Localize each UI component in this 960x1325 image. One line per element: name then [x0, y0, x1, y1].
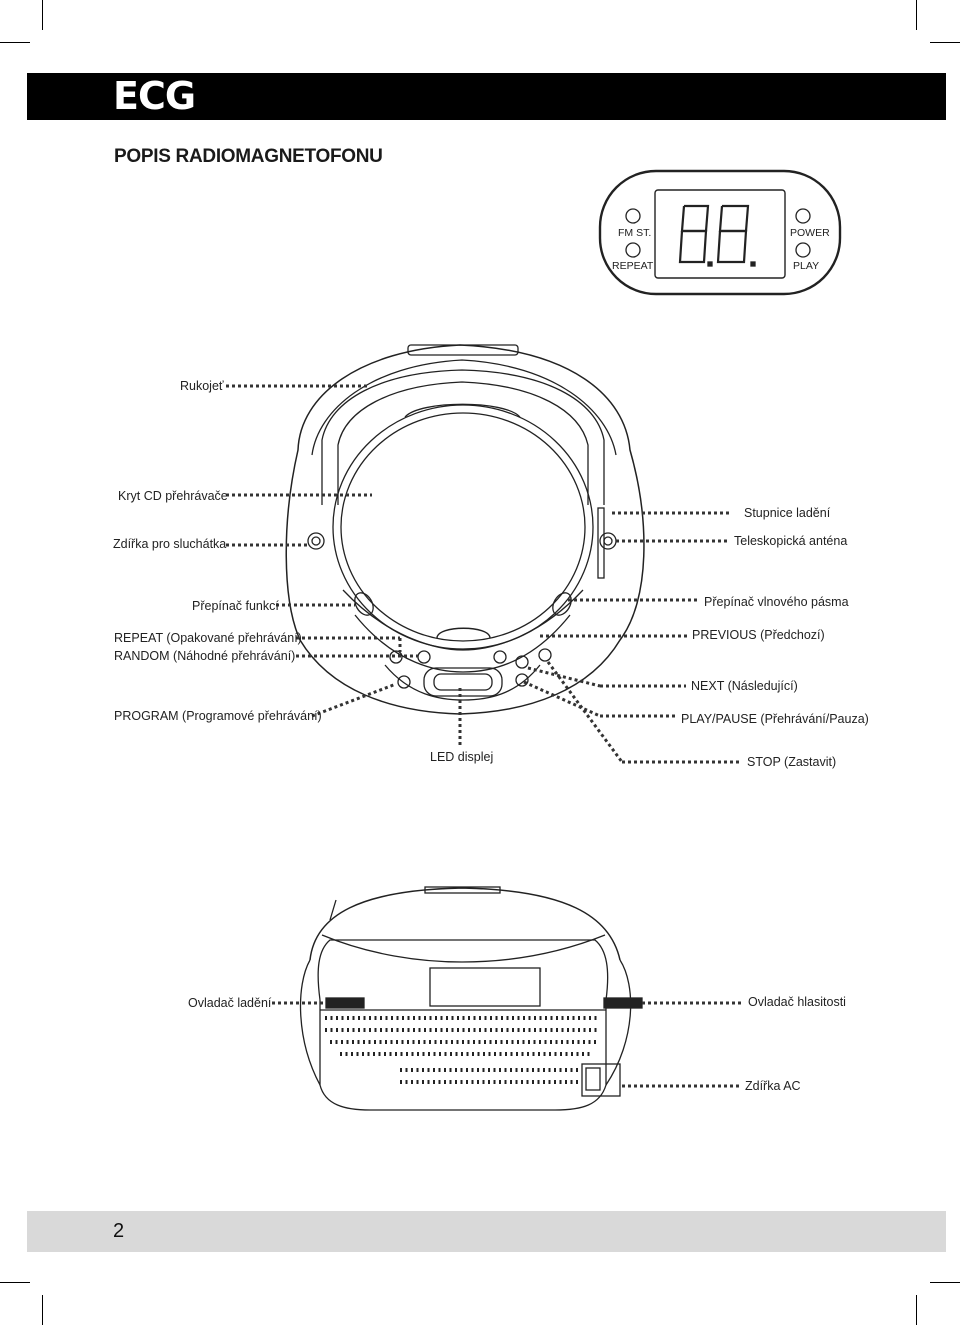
crop-mark [0, 42, 30, 43]
header-bar: ECG [27, 73, 946, 120]
device-top-view [285, 344, 645, 715]
label-zdirka-ac: Zdířka AC [745, 1079, 801, 1093]
label-teleskopicka-antena: Teleskopická anténa [734, 534, 848, 548]
label-stupnice-ladeni: Stupnice ladění [744, 506, 831, 520]
front-leader-lines [272, 1001, 742, 1088]
label-prepinac-funkci: Přepínač funkcí [192, 599, 279, 613]
label-play-pause: PLAY/PAUSE (Přehrávání/Pauza) [681, 712, 869, 726]
digit-segment-icon [678, 204, 750, 264]
footer-bar: 2 [27, 1211, 946, 1252]
label-stop: STOP (Zastavit) [747, 755, 837, 769]
crop-mark [930, 42, 960, 43]
crop-mark [916, 0, 917, 30]
brand-logo: ECG [113, 74, 196, 118]
page-title: POPIS RADIOMAGNETOFONU [114, 146, 383, 167]
label-zdirka-sluchatka: Zdířka pro sluchátka [113, 537, 227, 551]
label-kryt-cd: Kryt CD přehrávače [118, 489, 228, 503]
device-front-view [299, 886, 643, 1111]
crop-mark [930, 1282, 960, 1283]
crop-mark [0, 1282, 30, 1283]
fm-st-label: FM ST. [618, 227, 651, 239]
label-previous: PREVIOUS (Předchozí) [692, 628, 825, 642]
label-prepinac-vlnoveho-pasma: Přepínač vlnového pásma [704, 595, 849, 609]
display-panel [598, 169, 842, 296]
crop-mark [916, 1295, 917, 1325]
page-number: 2 [113, 1220, 125, 1242]
crop-mark [42, 0, 43, 30]
speaker-grille [325, 1016, 600, 1084]
label-repeat: REPEAT (Opakované přehrávání) [114, 631, 302, 645]
play-label: PLAY [793, 260, 819, 272]
power-label: POWER [790, 227, 830, 239]
leader-lines [226, 384, 740, 764]
label-rukojet: Rukojeť [180, 379, 224, 393]
crop-mark [42, 1295, 43, 1325]
label-random: RANDOM (Náhodné přehrávání) [114, 649, 296, 663]
label-program: PROGRAM (Programové přehrávání) [114, 709, 322, 723]
label-ovladac-ladeni: Ovladač ladění [188, 996, 272, 1010]
label-led-displej: LED displej [430, 750, 494, 764]
repeat-indicator-label: REPEAT [612, 260, 654, 272]
label-ovladac-hlasitosti: Ovladač hlasitosti [748, 995, 846, 1009]
label-next: NEXT (Následující) [691, 679, 798, 693]
